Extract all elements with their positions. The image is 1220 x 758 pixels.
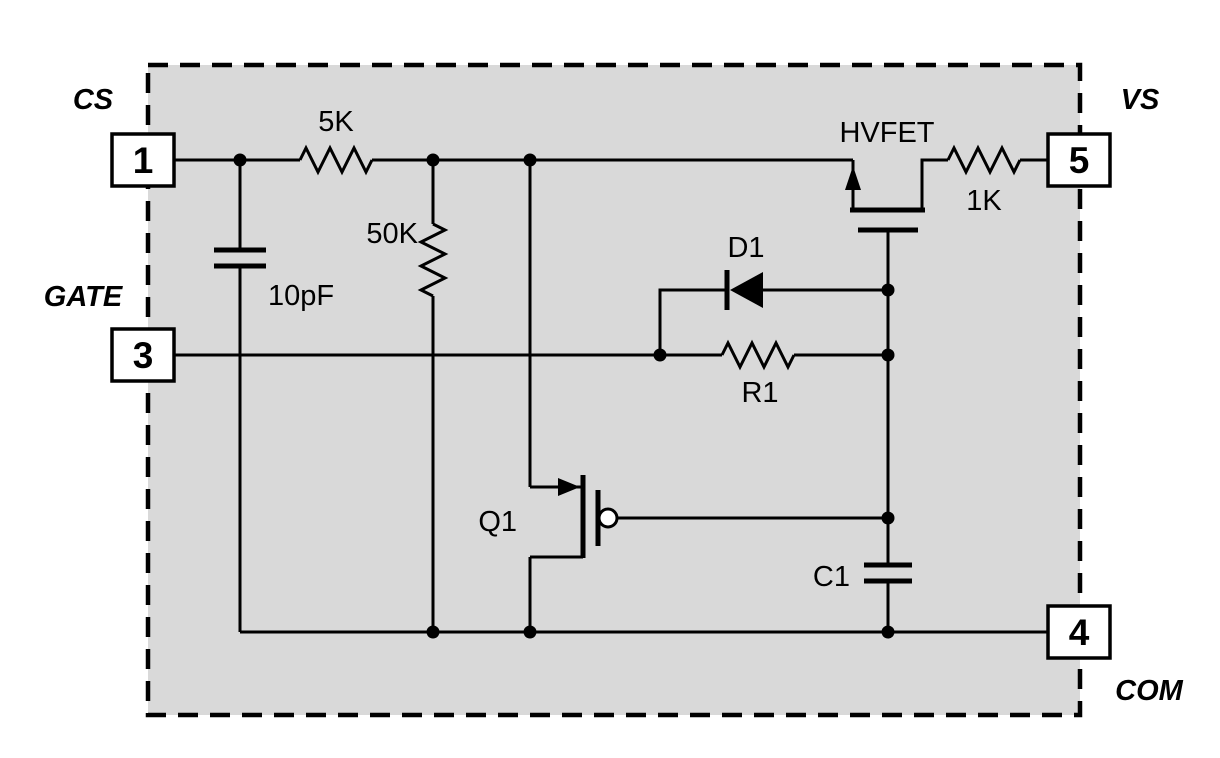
junction-dot xyxy=(426,625,440,639)
wire-d1-left-lead xyxy=(658,288,727,355)
resistor-50k xyxy=(417,222,449,298)
label-diode-d1: D1 xyxy=(727,232,764,264)
pin-5-number: 5 xyxy=(1069,140,1090,181)
junction-dot xyxy=(881,283,895,297)
pin-5-terminal: 5 xyxy=(1046,132,1112,188)
pin-3-terminal: 3 xyxy=(110,327,176,383)
wire-net xyxy=(174,158,1048,634)
q1-mosfet-symbol xyxy=(558,475,619,558)
pin-3-box xyxy=(110,327,176,383)
pin-5-box xyxy=(1046,132,1112,188)
label-c1: C1 xyxy=(813,561,850,593)
pin-name-vs: VS xyxy=(1121,84,1160,116)
pin-1-box xyxy=(110,132,176,188)
junction-dot xyxy=(881,348,895,362)
junction-dot xyxy=(523,153,537,167)
pin-1-number: 1 xyxy=(133,140,154,181)
pin-4-terminal: 4 xyxy=(1046,604,1112,660)
pin-name-com: COM xyxy=(1115,675,1184,707)
hvfet-arrow xyxy=(845,166,861,190)
label-resistor-50k: 50K xyxy=(366,218,418,250)
capacitor-10pf xyxy=(214,247,266,269)
q1-gate-bubble xyxy=(597,507,619,529)
pin-3-number: 3 xyxy=(133,335,154,376)
q1-arrow xyxy=(558,478,580,496)
pin-1-terminal: 1 xyxy=(110,132,176,188)
diode-d1-symbol xyxy=(724,270,763,310)
junction-dot xyxy=(653,348,667,362)
label-resistor-5k: 5K xyxy=(318,106,354,138)
junction-dot xyxy=(426,153,440,167)
resistor-1k xyxy=(946,144,1022,176)
junction-dot xyxy=(523,625,537,639)
junction-dot xyxy=(233,153,247,167)
diode-d1-triangle xyxy=(730,272,763,308)
wire-hvfet-drain-lead xyxy=(920,158,948,210)
resistor-r1 xyxy=(720,339,796,371)
label-q1: Q1 xyxy=(478,506,517,538)
label-capacitor-10pf: 10pF xyxy=(268,280,334,312)
label-resistor-1k: 1K xyxy=(966,185,1002,217)
ic-boundary xyxy=(145,62,1083,718)
junction-dot xyxy=(881,625,895,639)
label-hvfet: HVFET xyxy=(839,117,934,149)
label-resistor-r1: R1 xyxy=(741,377,778,409)
hvfet-symbol xyxy=(845,166,925,233)
capacitor-c1 xyxy=(864,562,912,584)
resistor-5k xyxy=(298,144,374,176)
pin-name-gate: GATE xyxy=(44,281,124,313)
junction-dot xyxy=(881,511,895,525)
pin-4-box xyxy=(1046,604,1112,660)
pin-4-number: 4 xyxy=(1069,612,1090,653)
junction-dots xyxy=(233,153,895,639)
pin-name-cs: CS xyxy=(73,84,114,116)
